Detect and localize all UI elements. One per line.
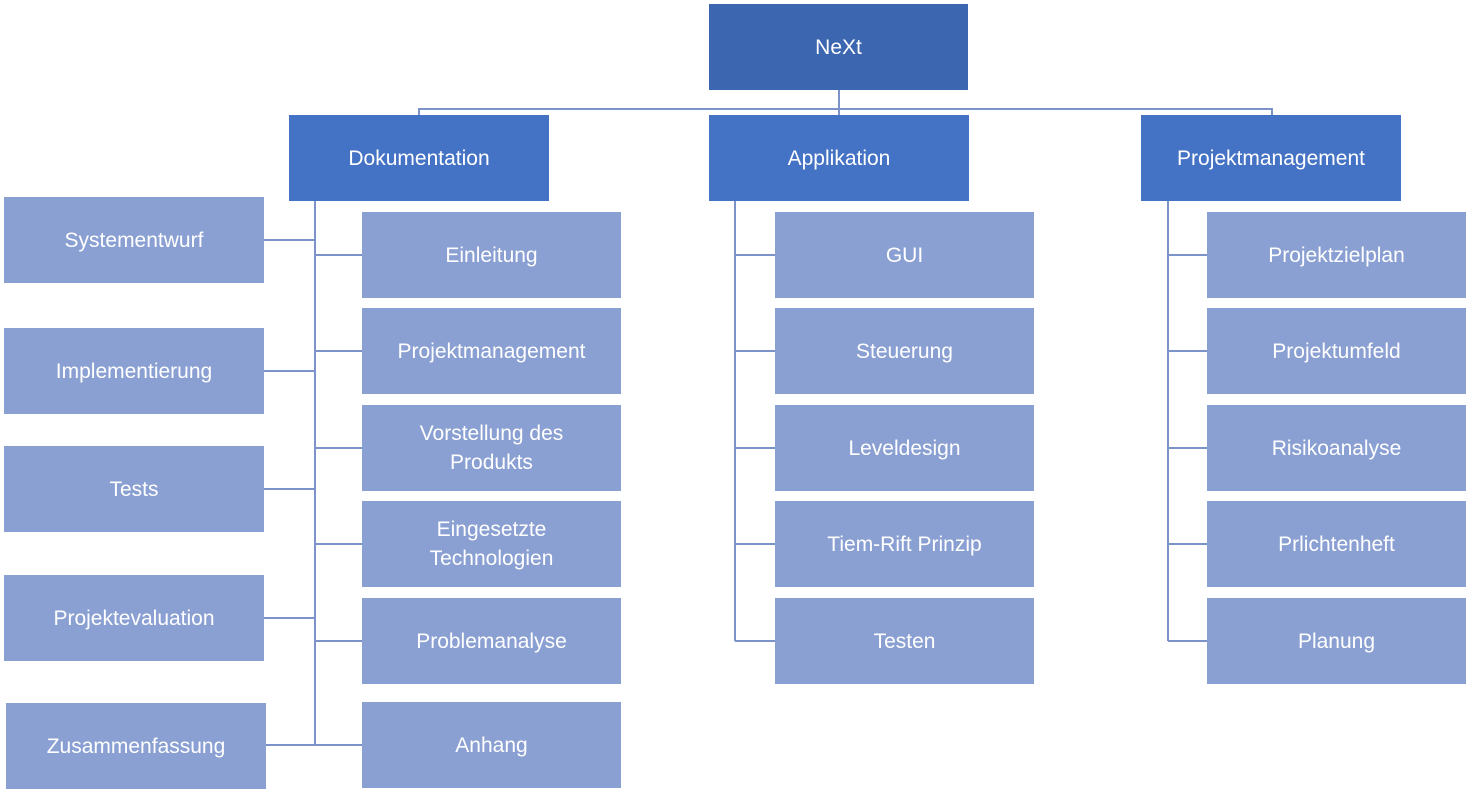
node-implementierung: Implementierung — [4, 328, 264, 414]
connector-line — [315, 254, 362, 256]
node-zusammenfassung: Zusammenfassung — [6, 703, 266, 789]
node-tests: Tests — [4, 446, 264, 532]
connector-line — [735, 543, 776, 545]
connector-line — [735, 254, 776, 256]
branch-node-dokumentation: Dokumentation — [289, 115, 549, 201]
connector-line — [314, 201, 316, 746]
node-risikoanalyse: Risikoanalyse — [1207, 405, 1466, 491]
node-projektevaluation: Projektevaluation — [4, 575, 264, 661]
connector-line — [1168, 447, 1208, 449]
connector-line — [418, 108, 420, 116]
connector-line — [735, 447, 776, 449]
node-einleitung: Einleitung — [362, 212, 621, 298]
connector-line — [315, 350, 362, 352]
connector-line — [264, 488, 315, 490]
node-systementwurf: Systementwurf — [4, 197, 264, 283]
connector-line — [264, 617, 315, 619]
node-anhang: Anhang — [362, 702, 621, 788]
connector-line — [264, 744, 315, 746]
root-node: NeXt — [709, 4, 968, 90]
connector-line — [734, 201, 736, 641]
connector-line — [735, 350, 776, 352]
connector-line — [418, 108, 1273, 110]
connector-line — [1168, 350, 1208, 352]
node-problemanalyse: Problemanalyse — [362, 598, 621, 684]
connector-line — [1168, 640, 1208, 642]
branch-node-projektmanagement: Projektmanagement — [1141, 115, 1401, 201]
node-eingesetzte-technologien: Eingesetzte Technologien — [362, 501, 621, 587]
connector-line — [838, 89, 840, 109]
connector-line — [264, 239, 315, 241]
connector-line — [1271, 108, 1273, 116]
connector-line — [315, 744, 362, 746]
node-projektmanagement-doc: Projektmanagement — [362, 308, 621, 394]
node-vorstellung-des-produkts: Vorstellung des Produkts — [362, 405, 621, 491]
connector-line — [1168, 254, 1208, 256]
node-leveldesign: Leveldesign — [775, 405, 1034, 491]
node-tiem-rift-prinzip: Tiem-Rift Prinzip — [775, 501, 1034, 587]
node-steuerung: Steuerung — [775, 308, 1034, 394]
node-testen: Testen — [775, 598, 1034, 684]
node-projektumfeld: Projektumfeld — [1207, 308, 1466, 394]
connector-line — [838, 108, 840, 116]
node-planung: Planung — [1207, 598, 1466, 684]
branch-node-applikation: Applikation — [709, 115, 969, 201]
connector-line — [315, 447, 362, 449]
connector-line — [735, 640, 776, 642]
connector-line — [315, 543, 362, 545]
node-prlichtenheft: Prlichtenheft — [1207, 501, 1466, 587]
node-projektzielplan: Projektzielplan — [1207, 212, 1466, 298]
connector-line — [1167, 201, 1169, 641]
node-gui: GUI — [775, 212, 1034, 298]
connector-line — [1168, 543, 1208, 545]
connector-line — [315, 640, 362, 642]
connector-line — [264, 370, 315, 372]
